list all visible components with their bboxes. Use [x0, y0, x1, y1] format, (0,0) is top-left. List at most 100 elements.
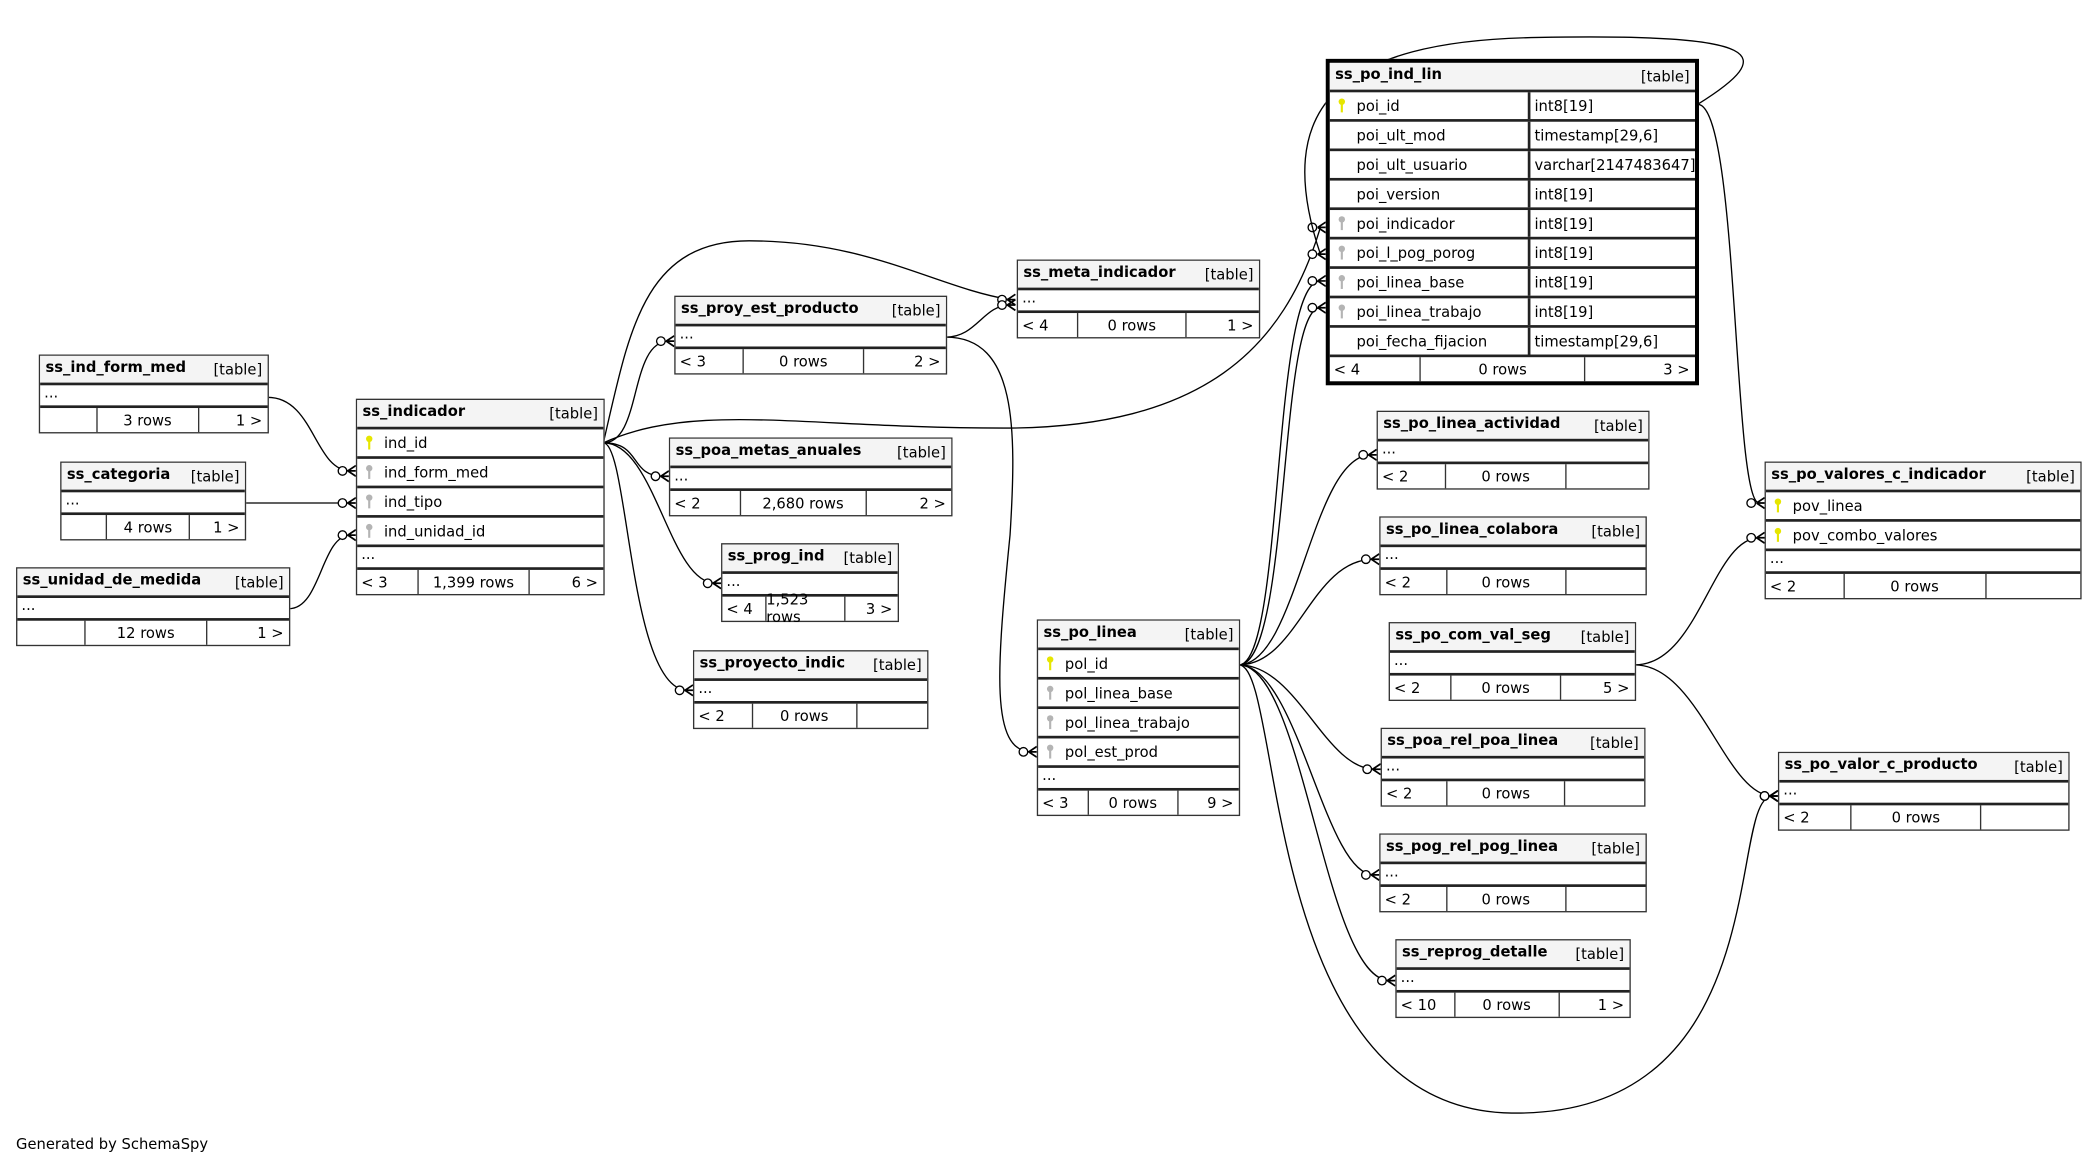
column-name[interactable]: pov_linea — [1792, 496, 1863, 515]
children-link[interactable]: 5 > — [1603, 678, 1630, 697]
children-link[interactable]: 1 > — [213, 518, 240, 536]
parents-link[interactable]: < 2 — [670, 490, 741, 516]
table-header[interactable]: ss_proyecto_indic[table] — [694, 651, 928, 681]
column-name[interactable]: poi_version — [1356, 185, 1441, 203]
children-link[interactable]: 2 > — [919, 494, 946, 512]
more-columns[interactable]: ... — [1380, 546, 1646, 570]
column-name[interactable]: ind_form_med — [383, 463, 489, 481]
children-link[interactable] — [1986, 574, 2080, 598]
table-header[interactable]: ss_po_valores_c_indicador[table] — [1765, 462, 2081, 493]
parents-link[interactable]: < 2 — [1779, 805, 1852, 830]
column-name[interactable]: ind_unidad_id — [383, 522, 486, 540]
column-row[interactable]: pov_linea — [1765, 492, 2081, 522]
column-row[interactable]: ind_unidad_id — [357, 518, 604, 548]
table-name[interactable]: ss_poa_rel_poa_linea — [1387, 731, 1559, 750]
more-columns[interactable]: ... — [1779, 782, 2069, 806]
parents-link[interactable]: < 2 — [1381, 569, 1447, 594]
column-row[interactable]: ind_form_med — [357, 459, 604, 489]
table-name[interactable]: ss_po_linea_colabora — [1385, 520, 1559, 538]
table-name[interactable]: ss_pog_rel_pog_linea — [1385, 837, 1559, 855]
table-header[interactable]: ss_poa_metas_anuales[table] — [670, 438, 952, 469]
table-header[interactable]: ss_unidad_de_medida[table] — [17, 568, 289, 598]
children-link[interactable]: 3 > — [865, 600, 893, 618]
column-name[interactable]: pol_id — [1064, 654, 1109, 673]
more-columns[interactable]: ... — [1396, 969, 1630, 993]
children-link[interactable]: 1 > — [257, 624, 284, 642]
more-columns[interactable]: ... — [675, 326, 946, 350]
table-header[interactable]: ss_po_com_val_seg[table] — [1389, 623, 1635, 653]
table-name[interactable]: ss_unidad_de_medida — [22, 571, 202, 589]
parents-link[interactable]: < 2 — [694, 703, 753, 728]
children-link[interactable] — [1566, 570, 1645, 594]
table-header[interactable]: ss_pog_rel_pog_linea[table] — [1380, 834, 1646, 865]
parents-link[interactable]: < 4 — [1330, 357, 1422, 382]
column-name[interactable]: pov_combo_valores — [1792, 526, 1938, 544]
table-name[interactable]: ss_poa_metas_anuales — [675, 441, 862, 459]
column-name[interactable]: pol_linea_trabajo — [1064, 713, 1190, 732]
more-columns[interactable]: ... — [1018, 290, 1259, 314]
parents-link[interactable]: < 10 — [1397, 992, 1455, 1017]
column-name[interactable]: ind_id — [383, 434, 428, 452]
more-columns[interactable]: ... — [61, 492, 245, 516]
table-header[interactable]: ss_reprog_detalle[table] — [1396, 940, 1630, 970]
table-header[interactable]: ss_po_linea[table] — [1038, 620, 1239, 651]
table-name[interactable]: ss_po_valor_c_producto — [1784, 755, 1978, 774]
children-link[interactable]: 1 > — [1597, 995, 1625, 1014]
more-columns[interactable]: ... — [694, 680, 928, 704]
parents-link[interactable]: < 3 — [676, 349, 744, 374]
column-name[interactable]: poi_linea_base — [1356, 273, 1465, 291]
table-header[interactable]: ss_categoria[table] — [61, 462, 245, 493]
children-link[interactable]: 9 > — [1207, 793, 1234, 812]
table-header[interactable]: ss_po_linea_colabora[table] — [1380, 517, 1646, 548]
table-name[interactable]: ss_indicador — [362, 402, 466, 421]
table-header[interactable]: ss_meta_indicador[table] — [1018, 260, 1259, 291]
parents-link[interactable]: < 3 — [357, 569, 419, 594]
table-name[interactable]: ss_meta_indicador — [1023, 263, 1176, 281]
table-header[interactable]: ss_po_valor_c_producto[table] — [1779, 753, 2069, 783]
column-name[interactable]: pol_linea_base — [1064, 684, 1173, 702]
column-name[interactable]: pol_est_prod — [1064, 743, 1158, 761]
parents-link[interactable]: < 2 — [1381, 886, 1447, 912]
more-columns[interactable]: ... — [1381, 758, 1645, 782]
table-name[interactable]: ss_ind_form_med — [45, 358, 187, 376]
more-columns[interactable]: ... — [1765, 551, 2081, 574]
column-row[interactable]: ind_id — [357, 429, 604, 459]
more-columns[interactable]: ... — [17, 597, 289, 621]
more-columns[interactable]: ... — [1038, 767, 1239, 791]
column-row[interactable]: pol_linea_trabajo — [1038, 709, 1239, 739]
parents-link[interactable] — [62, 515, 108, 540]
table-name[interactable]: ss_po_ind_lin — [1335, 65, 1442, 83]
more-columns[interactable]: ... — [40, 385, 268, 409]
column-row[interactable]: pol_est_prod — [1038, 738, 1239, 768]
table-name[interactable]: ss_proy_est_producto — [680, 299, 859, 318]
children-link[interactable] — [857, 704, 927, 728]
column-row[interactable]: pov_combo_valores — [1765, 522, 2081, 552]
table-ss-po-valores-c-indicador[interactable]: ss_po_valores_c_indicador[table] pov_line… — [1764, 461, 2082, 600]
more-columns[interactable]: ... — [722, 573, 898, 597]
parents-link[interactable] — [17, 620, 86, 645]
column-row[interactable]: pol_linea_base — [1038, 680, 1239, 710]
more-columns[interactable]: ... — [357, 546, 604, 570]
